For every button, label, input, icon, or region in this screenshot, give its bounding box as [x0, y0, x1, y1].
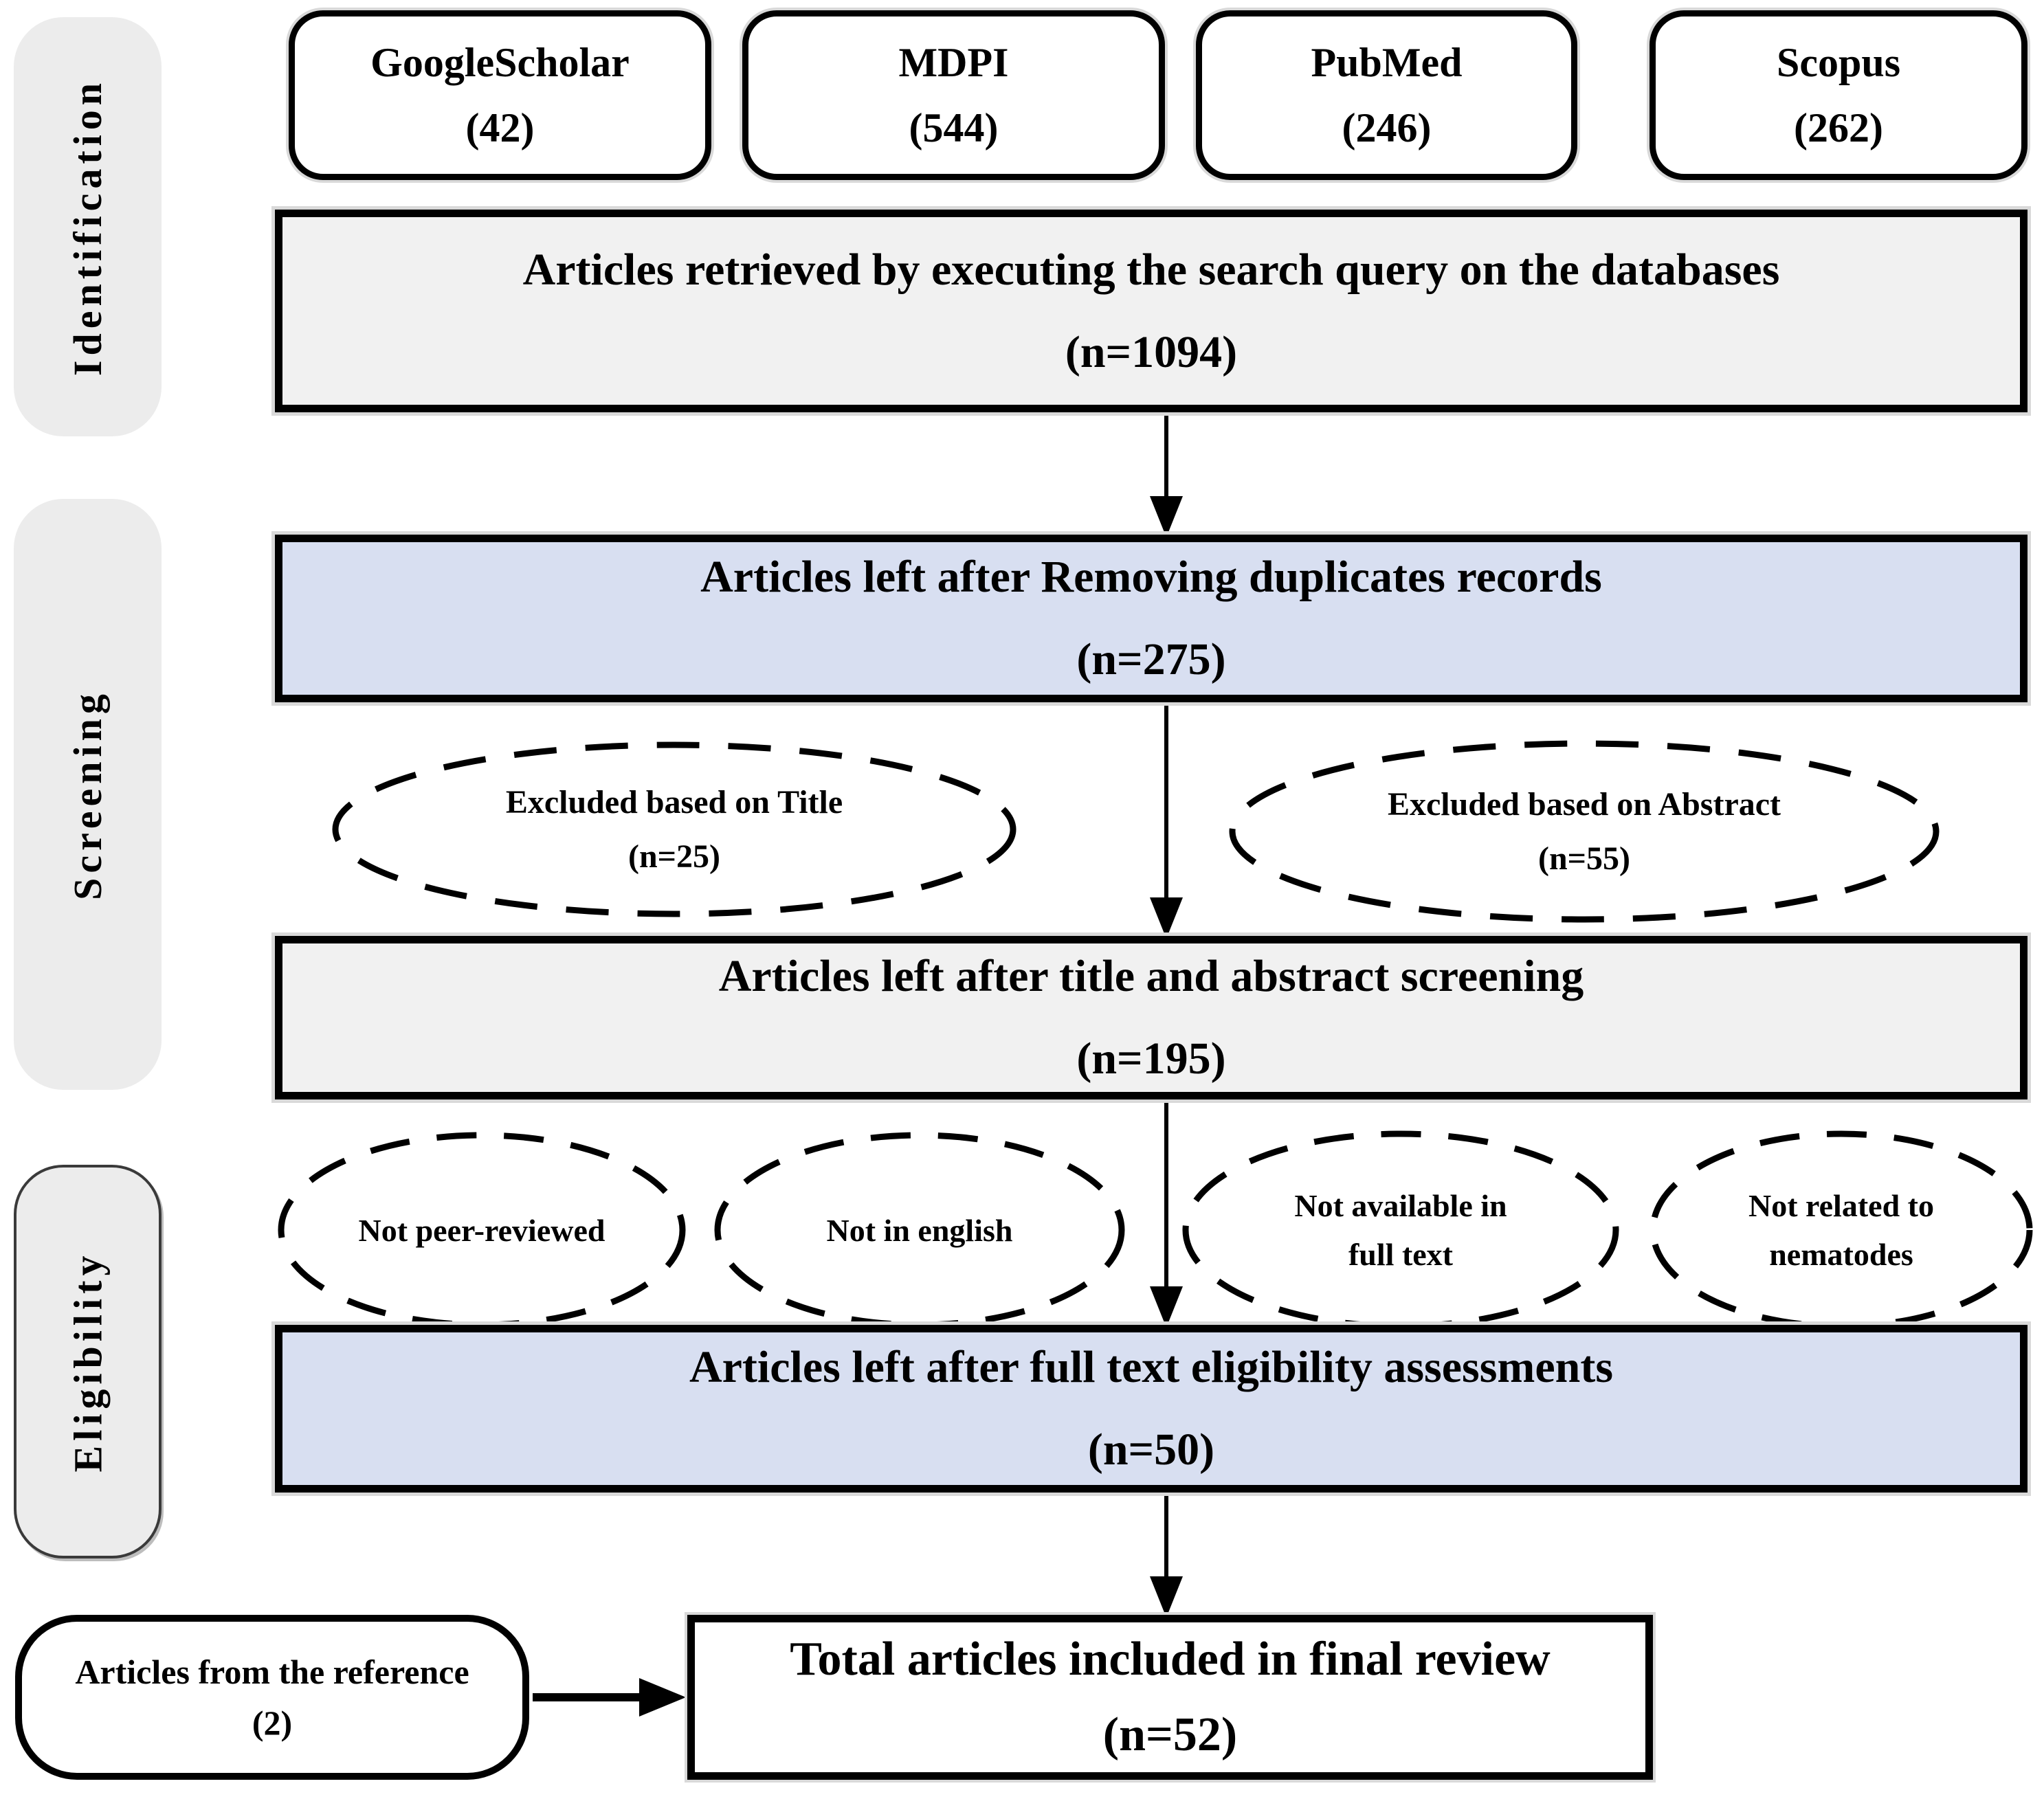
excluded-abstract-label: Excluded based on Abstract (n=55) [1309, 748, 1859, 915]
flow-box-text: Articles left after full text eligibilit… [689, 1342, 1614, 1392]
exclusion-text: Not available in [1294, 1188, 1507, 1223]
flow-box-count: (n=195) [1076, 1033, 1226, 1084]
arrow-retrieved-to-deduplicated [1150, 412, 1183, 537]
flow-box-count: (n=1094) [1065, 326, 1238, 377]
reference-box-text: Articles from the reference [75, 1653, 469, 1691]
flow-box-text: Articles left after title and abstract s… [718, 951, 1584, 1001]
exclusion-text-line2: full text [1348, 1237, 1453, 1272]
reference-box-count: (2) [252, 1703, 293, 1742]
source-count: (42) [465, 104, 535, 150]
stage-screening-text: Screening [65, 689, 110, 900]
excluded-abstract-ellipse [1229, 740, 1940, 923]
exclusion-count: (n=25) [627, 838, 720, 875]
reference-articles-box: Articles from the reference (2) [15, 1615, 529, 1780]
flow-box-text: Articles retrieved by executing the sear… [522, 244, 1780, 295]
stage-label-eligibility: Eligibility [14, 1165, 162, 1558]
source-box-pubmed: PubMed (246) [1196, 10, 1577, 180]
not-in-english-label: Not in english [727, 1148, 1112, 1312]
exclusion-text: Not peer-reviewed [358, 1212, 606, 1248]
source-box-googlescholar: GoogleScholar (42) [289, 10, 711, 180]
not-available-fulltext-ellipse [1182, 1130, 1619, 1330]
exclusion-text: Not in english [826, 1212, 1013, 1248]
arrow-screening-to-eligibility [1150, 1099, 1183, 1328]
stage-identification-text: Identification [65, 78, 110, 376]
flow-box-fulltext-eligibility: Articles left after full text eligibilit… [275, 1325, 2028, 1493]
not-peer-reviewed-label: Not peer-reviewed [289, 1148, 674, 1312]
stage-label-screening: Screening [14, 499, 162, 1090]
final-review-box: Total articles included in final review … [687, 1615, 1653, 1780]
source-count: (262) [1794, 104, 1883, 150]
exclusion-text: Excluded based on Abstract [1387, 786, 1781, 823]
source-name: MDPI [898, 39, 1009, 85]
flow-box-count: (n=275) [1076, 634, 1226, 684]
arrow-reference-to-final [533, 1678, 686, 1717]
flow-box-text: Articles left after Removing duplicates … [700, 552, 1602, 602]
source-box-mdpi: MDPI (544) [742, 10, 1165, 180]
flow-box-deduplicated: Articles left after Removing duplicates … [275, 535, 2028, 702]
arrow-eligibility-to-final [1150, 1493, 1183, 1618]
excluded-title-label: Excluded based on Title (n=25) [399, 746, 949, 913]
final-box-text: Total articles included in final review [790, 1633, 1551, 1686]
not-related-nematodes-label: Not related to nematodes [1649, 1148, 2034, 1312]
arrow-deduplicated-to-screening [1150, 702, 1183, 939]
exclusion-text-line2: nematodes [1769, 1237, 1913, 1272]
stage-eligibility-text: Eligibility [65, 1251, 111, 1473]
exclusion-count: (n=55) [1537, 840, 1630, 877]
source-name: PubMed [1311, 39, 1463, 85]
stage-label-identification: Identification [14, 17, 162, 436]
source-count: (246) [1342, 104, 1432, 150]
not-available-fulltext-label: Not available in full text [1208, 1148, 1593, 1312]
excluded-title-ellipse [332, 741, 1017, 917]
source-name: Scopus [1776, 39, 1901, 85]
exclusion-text: Not related to [1748, 1188, 1934, 1223]
final-box-count: (n=52) [1102, 1708, 1238, 1761]
flow-box-count: (n=50) [1087, 1424, 1215, 1475]
flow-box-retrieved: Articles retrieved by executing the sear… [275, 210, 2028, 412]
flow-box-title-abstract-screening: Articles left after title and abstract s… [275, 936, 2028, 1099]
exclusion-text: Excluded based on Title [505, 784, 843, 820]
source-name: GoogleScholar [370, 39, 630, 85]
source-box-scopus: Scopus (262) [1649, 10, 2028, 180]
source-count: (544) [909, 104, 999, 150]
